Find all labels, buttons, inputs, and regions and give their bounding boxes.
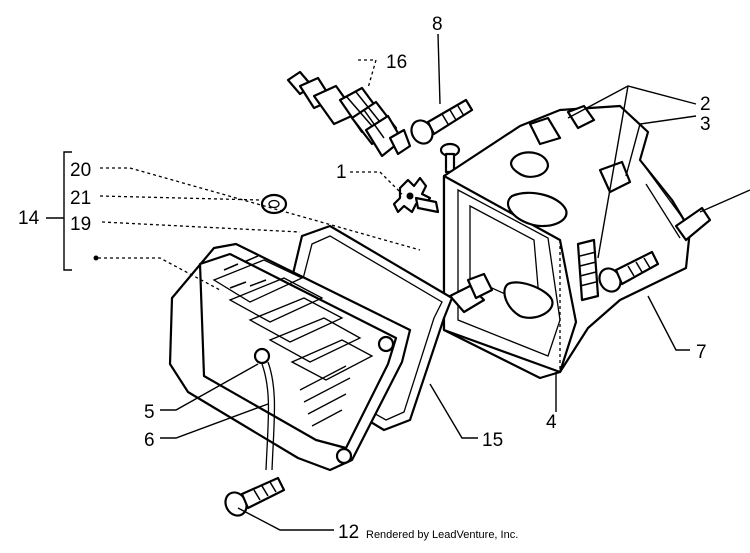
bolt-12-part [224, 476, 286, 517]
leader-20 [100, 167, 421, 251]
callout-14: 14 [18, 208, 40, 229]
leader-8 [437, 33, 441, 105]
rendered-by-credit: Rendered by LeadVenture, Inc. [366, 529, 518, 541]
leader-21 [99, 195, 261, 201]
leader-5 [160, 363, 259, 411]
screw-2-part [439, 142, 461, 174]
leader-12 [237, 507, 334, 531]
leader-1 [350, 171, 403, 195]
dot-marker [93, 255, 99, 261]
callout-4: 4 [546, 412, 557, 433]
gear-1-part [392, 176, 440, 214]
leader-19 [101, 221, 301, 233]
callout-16: 16 [386, 52, 407, 73]
leader-6 [160, 403, 269, 439]
bolt-7-part [598, 250, 660, 293]
callout-5: 5 [144, 402, 155, 423]
leader-16 [358, 59, 377, 89]
callout-12: 12 [338, 522, 359, 543]
callout-19: 19 [70, 214, 91, 235]
callout-2: 2 [700, 94, 711, 115]
callout-6: 6 [144, 430, 155, 451]
bolt-8-part [410, 98, 474, 145]
leader-7 [647, 295, 690, 351]
callout-21: 21 [70, 188, 91, 209]
callout-8: 8 [432, 14, 443, 35]
callout-1: 1 [336, 162, 347, 183]
valve-cover-part [168, 242, 412, 472]
group-bracket-14 [63, 151, 72, 271]
leader-15 [429, 383, 478, 439]
washer-21-part [260, 193, 288, 215]
leader-2b [597, 85, 629, 259]
cylinder-head-part [442, 104, 750, 380]
leader-dot [98, 257, 221, 291]
leader-3 [625, 115, 697, 177]
callout-20: 20 [70, 160, 91, 181]
callout-7: 7 [696, 342, 707, 363]
callout-3: 3 [700, 114, 711, 135]
spark-plug-part [286, 70, 412, 158]
callout-15: 15 [482, 430, 503, 451]
